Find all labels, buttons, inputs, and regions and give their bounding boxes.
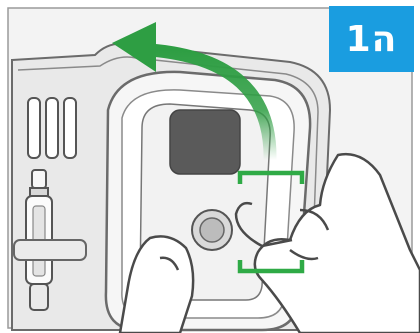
- step-badge: 1ה: [329, 6, 414, 72]
- medication-window: [170, 110, 240, 174]
- tray-ribs: [28, 98, 76, 158]
